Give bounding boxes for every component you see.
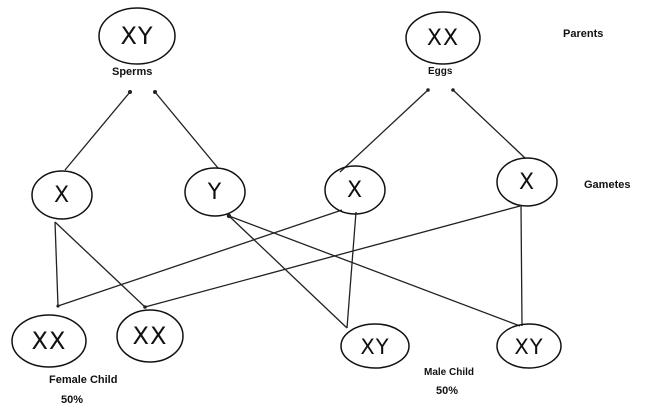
child-3-circle <box>340 323 410 369</box>
child-2-circle <box>116 309 184 363</box>
line-spermx-to-child1 <box>54 221 59 307</box>
child-4-genotype: XY <box>514 335 544 359</box>
sperm-x-gamete: X <box>53 182 71 208</box>
gametes-label: Gametes <box>584 179 631 191</box>
line-sperms-to-y <box>154 91 219 169</box>
male-percentage: 50% <box>436 385 459 397</box>
male-child-label: Male Child <box>424 367 475 378</box>
line-sperms-to-x <box>64 91 131 171</box>
line-eggs-to-x1 <box>339 89 429 173</box>
egg-x1-circle <box>324 165 386 215</box>
line-spermy-to-child3 <box>228 215 348 329</box>
line-eggx2-to-child2 <box>144 205 521 308</box>
female-child-label: Female Child <box>49 374 118 386</box>
father-genotype: XY <box>120 22 154 50</box>
line-eggs-to-x2 <box>452 89 526 159</box>
mother-genotype: XX <box>426 25 460 51</box>
line-eggx1-to-child1 <box>57 209 343 307</box>
sperm-x-circle <box>31 170 93 220</box>
sperms-label: Sperms <box>112 66 153 78</box>
line-spermx-to-child2 <box>54 221 146 308</box>
mother-circle <box>405 11 481 65</box>
sperm-y-gamete: Y <box>207 179 223 205</box>
father-circle <box>98 7 176 65</box>
child-1-circle <box>11 314 87 368</box>
line-eggx2-to-child4 <box>520 205 523 327</box>
eggs-label: Eggs <box>428 66 453 77</box>
parents-label: Parents <box>563 28 604 40</box>
egg-x2-gamete: X <box>518 169 536 195</box>
line-spermy-to-child4 <box>228 215 521 327</box>
child-4-circle <box>496 323 562 369</box>
female-percentage: 50% <box>61 394 84 406</box>
child-1-genotype: XX <box>31 327 67 355</box>
sperm-y-circle <box>184 167 246 217</box>
egg-x2-circle <box>496 157 558 207</box>
child-2-genotype: XX <box>132 322 168 350</box>
line-eggx1-to-child3 <box>346 211 357 329</box>
child-3-genotype: XY <box>360 335 390 359</box>
egg-x1-gamete: X <box>346 177 364 203</box>
